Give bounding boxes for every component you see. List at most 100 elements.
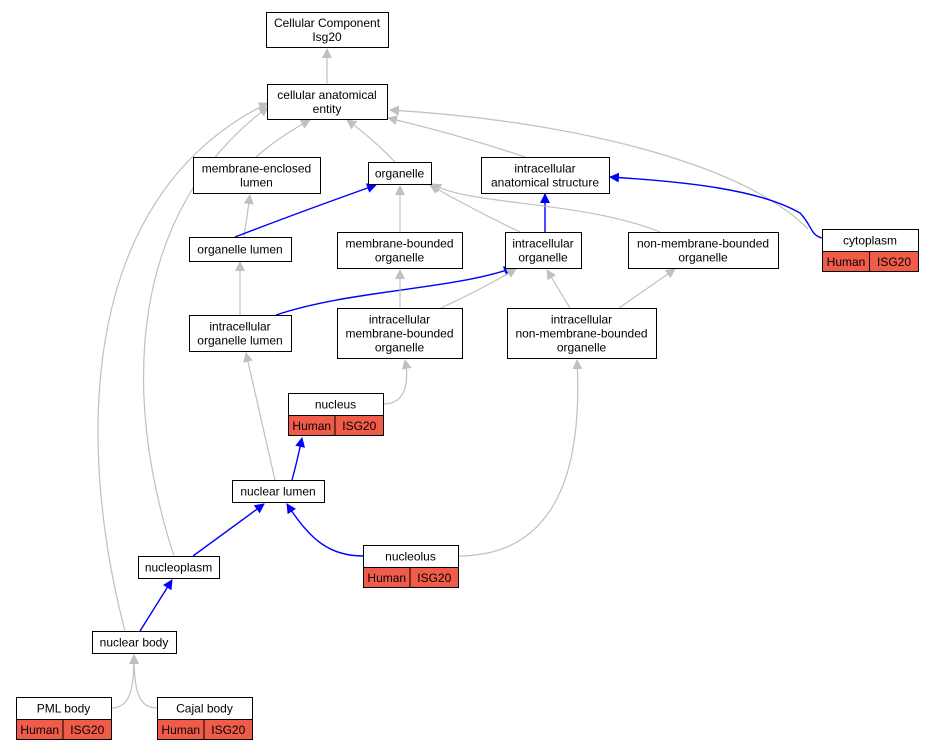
- annotation-gene-cell: [62, 719, 112, 740]
- node-label: lumen: [240, 176, 273, 190]
- edge-nplasm-to-nlum: [192, 503, 265, 557]
- edge-nbody-to-nplasm: [139, 579, 173, 632]
- node-label: membrane-bounded: [345, 237, 453, 251]
- node-box: [368, 162, 432, 185]
- node-label: nucleoplasm: [145, 561, 212, 575]
- edge-cyto-to-cae: [389, 105, 809, 230]
- edge-orglum-to-org: [234, 183, 377, 238]
- node-box: [92, 631, 177, 654]
- node-label: organelle: [375, 167, 425, 181]
- node-label: organelle: [518, 251, 568, 265]
- node-label: organelle: [375, 251, 425, 265]
- node-box: [138, 556, 220, 579]
- edge-layer: [97, 48, 823, 709]
- annotation-gene-cell: [409, 567, 459, 588]
- edge-nucleolus-to-nlum: [286, 503, 364, 557]
- node-label: intracellular: [514, 162, 575, 176]
- edge-imbo-to-io: [440, 268, 517, 309]
- edge-nmbo-to-org: [431, 183, 661, 233]
- edge-nbody-to-cae: [97, 102, 269, 632]
- edge-cyto-to-ias: [609, 172, 823, 239]
- edge-nlum-to-iol: [243, 352, 276, 481]
- node-label: PML body: [37, 702, 91, 716]
- edge-orglum-to-mel: [243, 194, 254, 238]
- node-label: organelle lumen: [197, 334, 282, 348]
- annotation-organism: Human: [161, 723, 200, 737]
- node-label: nucleolus: [385, 550, 436, 564]
- node-box: [481, 157, 610, 194]
- node-box: [267, 84, 388, 120]
- node-label: membrane-bounded: [345, 327, 453, 341]
- annotation-gene-cell: [334, 415, 384, 436]
- node-box: [189, 315, 292, 352]
- edge-mel-to-cae: [255, 119, 311, 158]
- node-label: anatomical structure: [491, 176, 599, 190]
- node-orglum[interactable]: organelle lumen: [189, 237, 292, 262]
- annotation-organism: Human: [367, 571, 406, 585]
- node-label: cellular anatomical: [277, 88, 376, 102]
- node-box: [266, 12, 389, 48]
- node-label: nucleus: [315, 398, 356, 412]
- edge-nlum-to-nucleus: [291, 437, 306, 481]
- node-label: organelle: [557, 341, 607, 355]
- annotation-gene: ISG20: [70, 723, 104, 737]
- annotation-gene: ISG20: [877, 255, 911, 269]
- node-nplasm[interactable]: nucleoplasm: [138, 556, 220, 579]
- node-label: Cellular Component: [274, 16, 381, 30]
- node-label: Isg20: [312, 30, 342, 44]
- edge-nucleus-to-imbo: [382, 359, 412, 405]
- edge-iol-to-io: [275, 266, 514, 316]
- node-label: nuclear body: [100, 636, 169, 650]
- node-nbody[interactable]: nuclear body: [92, 631, 177, 654]
- node-label: entity: [313, 102, 342, 116]
- edge-inmbo-to-io: [546, 269, 571, 309]
- annotation-organism: Human: [827, 255, 866, 269]
- annotation-organism: Human: [20, 723, 59, 737]
- node-nlum[interactable]: nuclear lumen: [232, 480, 325, 503]
- annotation-gene-cell: [203, 719, 253, 740]
- node-label: non-membrane-bounded: [515, 327, 647, 341]
- node-label: organelle lumen: [197, 243, 282, 257]
- node-label: nuclear lumen: [240, 485, 315, 499]
- node-label: intracellular: [369, 313, 430, 327]
- node-box: [232, 480, 325, 503]
- node-box: [337, 232, 463, 269]
- node-org[interactable]: organelle: [368, 162, 432, 185]
- edge-nucleolus-to-inmbo: [457, 359, 583, 557]
- annotation-gene: ISG20: [417, 571, 451, 585]
- node-box: [189, 237, 292, 262]
- node-box: [505, 232, 582, 269]
- edge-inmbo-to-nmbo: [618, 268, 676, 309]
- node-label: cytoplasm: [843, 234, 897, 248]
- node-label: organelle: [375, 341, 425, 355]
- annotation-organism: Human: [292, 419, 331, 433]
- node-box: [628, 232, 779, 269]
- node-label: organelle: [678, 251, 728, 265]
- node-box: [507, 308, 657, 359]
- node-inmbo[interactable]: intracellularnon-membrane-boundedorganel…: [507, 308, 657, 359]
- node-label: non-membrane-bounded: [637, 237, 769, 251]
- node-label: intracellular: [209, 320, 270, 334]
- annotation-gene-cell: [869, 251, 919, 272]
- annotation-gene: ISG20: [342, 419, 376, 433]
- node-box: [337, 308, 463, 359]
- edge-nplasm-to-cae: [142, 106, 269, 557]
- edge-cajal-to-nbody: [129, 654, 158, 709]
- node-label: Cajal body: [176, 702, 233, 716]
